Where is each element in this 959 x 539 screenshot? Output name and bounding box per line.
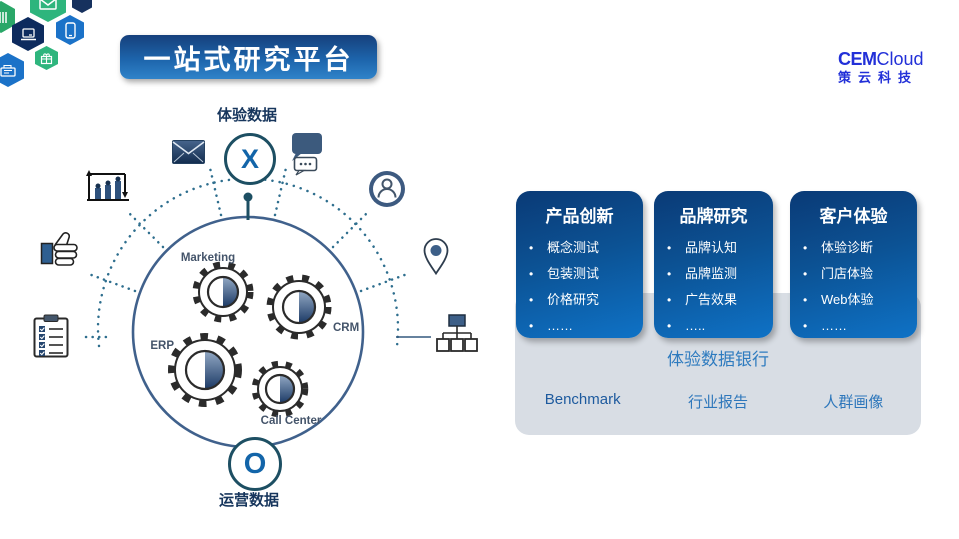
phone-icon [64, 21, 76, 39]
person-circle-icon [369, 171, 405, 207]
card-item: 品牌认知 [654, 235, 773, 261]
title-banner: 一站式研究平台 [120, 35, 377, 79]
bar-chart-icon [86, 170, 129, 201]
gear-teeth [266, 274, 332, 340]
page-title: 一站式研究平台 [143, 44, 354, 75]
hexagon-bars-icon [0, 1, 15, 33]
card-list: 品牌认知 品牌监测 广告效果 ….. [654, 235, 773, 339]
gear-crm: CRM [266, 274, 359, 340]
gear-teeth [168, 333, 242, 407]
gift-icon [40, 52, 53, 64]
data-bank-item-industry-report: 行业报告 [687, 394, 748, 411]
data-bank-item-benchmark: Benchmark [544, 391, 621, 408]
card-title: 产品创新 [545, 207, 614, 226]
data-bank-item-audience-profile: 人群画像 [823, 394, 884, 411]
card-item: 价格研究 [516, 287, 643, 313]
logo-cem-text: CEM [838, 49, 877, 69]
card-item: 概念测试 [516, 235, 643, 261]
card-product-innovation: 产品创新 概念测试 包装测试 价格研究 …… [516, 191, 643, 339]
experience-data-node: X [224, 133, 276, 185]
card-title: 客户体验 [819, 207, 888, 226]
gear-label-marketing: Marketing [181, 252, 235, 264]
o-letter: O [243, 447, 267, 480]
gear-marketing: Marketing [181, 252, 254, 323]
card-list: 体验诊断 门店体验 Web体验 …… [790, 235, 917, 339]
thumbs-up-icon [40, 232, 78, 266]
card-brand-research: 品牌研究 品牌认知 品牌监测 广告效果 ….. [654, 191, 773, 339]
gear-erp: ERP [150, 333, 242, 407]
gear-label-call-center: Call Center [261, 415, 322, 427]
operations-data-node: O [228, 437, 282, 491]
card-item: …… [790, 313, 917, 339]
research-platform-diagram: Marketing CRM ERP [84, 166, 431, 449]
card-item: 广告效果 [654, 287, 773, 313]
card-item: 体验诊断 [790, 235, 917, 261]
terminal-icon [0, 64, 16, 77]
card-item: ….. [654, 313, 773, 339]
gear-label-erp: ERP [150, 340, 174, 352]
email-icon [172, 140, 205, 164]
hexagon-gift-icon [35, 46, 58, 70]
card-item: 品牌监测 [654, 261, 773, 287]
checklist-icon [33, 314, 69, 358]
laptop-icon [20, 27, 36, 40]
sitemap-icon [436, 314, 478, 352]
x-stem-dot [243, 192, 253, 202]
card-item: 包装测试 [516, 261, 643, 287]
logo-cloud-text: Cloud [876, 49, 924, 69]
gear-teeth [192, 261, 254, 323]
hexagon-mail-icon [30, 0, 66, 22]
core-circle [131, 215, 365, 449]
mail-icon [39, 0, 57, 10]
brand-logo: CEMCloud 策云科技 [838, 50, 938, 85]
card-item: Web体验 [790, 287, 917, 313]
data-bank-title: 体验数据银行 [667, 350, 769, 369]
gear-teeth [251, 360, 309, 418]
card-item: 门店体验 [790, 261, 917, 287]
experience-data-label: 体验数据 [216, 107, 277, 124]
dotted-connector-arc [84, 166, 412, 348]
card-customer-experience: 客户体验 体验诊断 门店体验 Web体验 …… [790, 191, 917, 339]
gear-call-center: Call Center [251, 360, 322, 427]
logo-company-text: 策云科技 [838, 69, 919, 85]
operations-data-label: 运营数据 [218, 492, 279, 509]
chat-bubbles-icon [292, 133, 322, 176]
data-bank-row: Benchmark 行业报告 人群画像 [515, 391, 921, 412]
card-list: 概念测试 包装测试 价格研究 …… [516, 235, 643, 339]
location-pin-icon [423, 238, 449, 275]
hexagon-dot [72, 0, 92, 13]
gear-label-crm: CRM [333, 322, 359, 334]
card-title: 品牌研究 [679, 207, 748, 226]
x-letter: X [240, 143, 259, 174]
card-item: …… [516, 313, 643, 339]
